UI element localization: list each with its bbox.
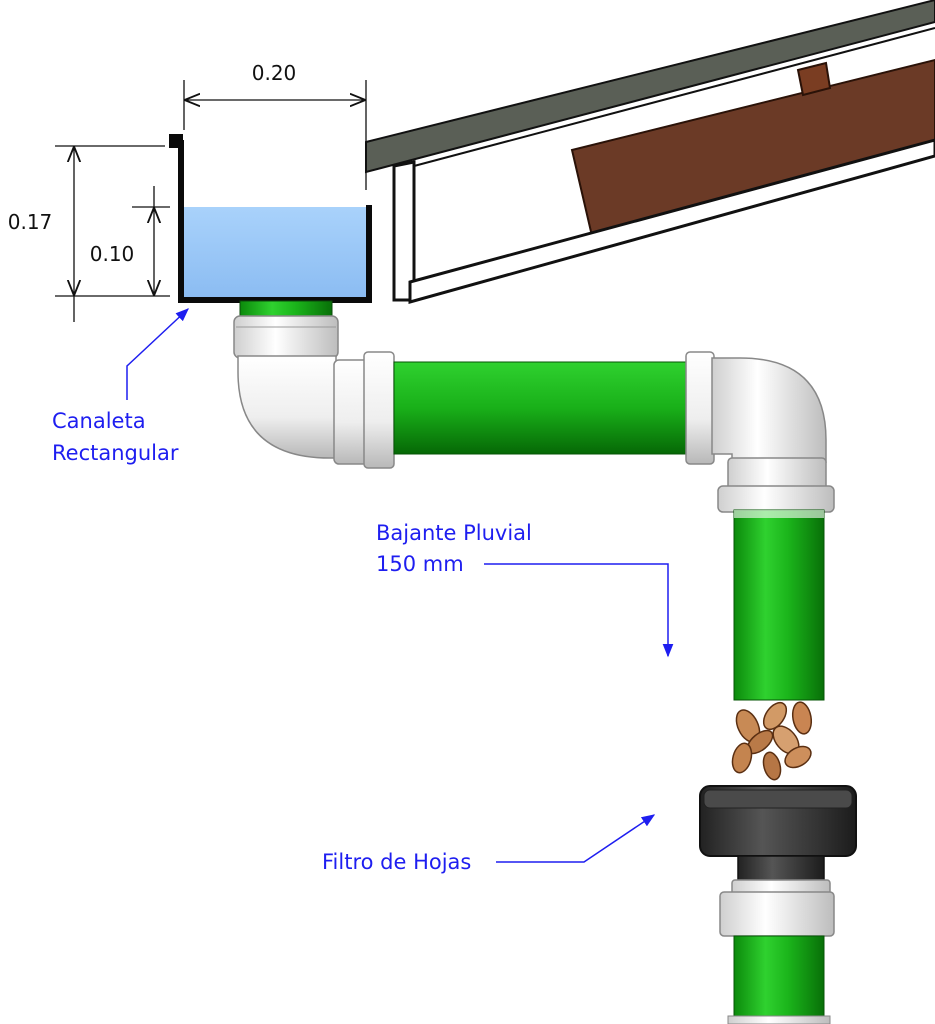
pipe-system [233,300,835,701]
leaf-filter [699,785,857,1024]
outlet-coupling [233,315,339,359]
leaves [731,701,813,781]
gutter-water [184,207,366,298]
roof-soffit [408,138,935,304]
depth-dimension-label: 0.10 [90,242,135,266]
filter-leader [496,814,656,863]
downpipe [733,509,825,701]
width-dimension-label: 0.20 [252,61,297,85]
gutter-label-line2: Rectangular [52,441,179,465]
downpipe-label-line2: 150 mm [376,552,464,576]
annotations: Canaleta Rectangular Bajante Pluvial 150… [52,308,674,874]
vertical-coupling [727,457,827,491]
dimensions: 0.20 0.17 0.10 [8,61,367,322]
gutter-walls [178,140,372,303]
lower-pipe [733,935,825,1024]
roof-soffit-edge [413,27,935,167]
roof-fascia [392,160,416,302]
height-dimension-label: 0.17 [8,210,53,234]
roof [365,0,935,304]
gutter-label-line1: Canaleta [52,409,146,433]
downpipe-leader [484,563,674,658]
horizontal-pipe [393,361,693,455]
gutter-leader [126,308,189,400]
roof-post [796,61,832,97]
filter-label: Filtro de Hojas [322,850,471,874]
gutter-lip [169,134,183,148]
downpipe-label-line1: Bajante Pluvial [376,521,532,545]
elbow-top-right [711,357,827,463]
gutter [169,134,372,303]
